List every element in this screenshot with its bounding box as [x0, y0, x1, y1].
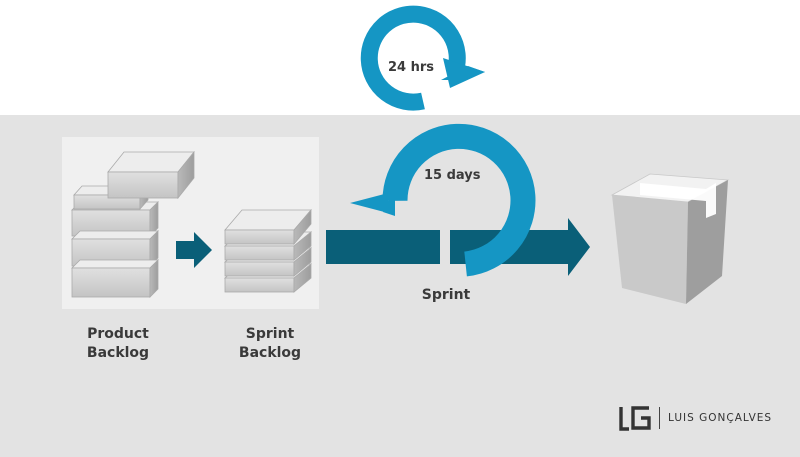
product-increment-box	[610, 173, 730, 304]
sprint-loop-label: 15 days	[424, 168, 481, 183]
product-backlog-label: Product Backlog	[86, 326, 150, 361]
brand-logo: LUIS GONÇALVES	[619, 405, 772, 431]
daily-loop-arrow	[360, 5, 485, 111]
lg-logo-icon	[619, 406, 651, 431]
sprint-bar	[326, 230, 440, 264]
sprint-backlog-label: Sprint Backlog	[238, 326, 302, 361]
logo-divider	[659, 407, 660, 429]
daily-loop-label: 24 hrs	[388, 60, 435, 75]
sprint-loop-arrow	[350, 123, 536, 277]
product-backlog-block	[71, 259, 159, 298]
product-backlog-block-top	[107, 150, 195, 200]
sprint-label: Sprint	[421, 287, 471, 303]
logo-name: LUIS GONÇALVES	[668, 412, 773, 424]
backlog-to-sprint-arrow	[176, 232, 212, 268]
sprint-backlog-block	[224, 208, 312, 246]
sprint-backlog-stack	[223, 208, 313, 293]
product-backlog-stack	[71, 150, 195, 298]
